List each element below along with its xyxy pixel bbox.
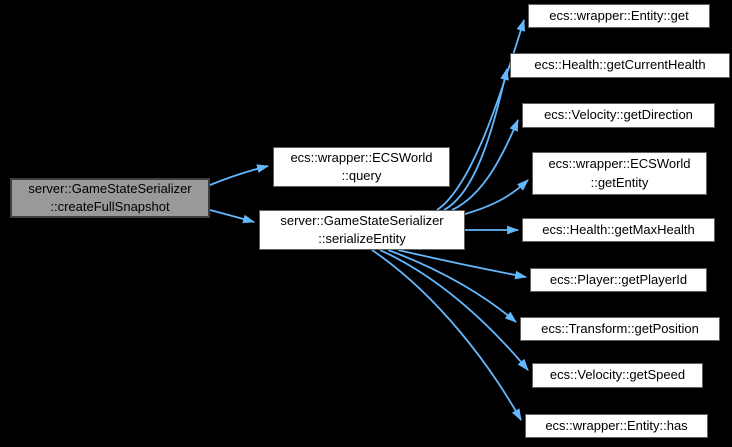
node-label-line: ecs::Transform::getPosition: [541, 320, 699, 336]
graph-node-getCurrentHealth[interactable]: ecs::Health::getCurrentHealth: [510, 53, 730, 78]
call-edge-serializeEntity-to-get: [436, 18, 525, 211]
node-label-line: ::createFullSnapshot: [50, 199, 170, 214]
graph-node-serializeEntity[interactable]: server::GameStateSerializer::serializeEn…: [259, 210, 465, 250]
node-label-line: ::getEntity: [590, 174, 649, 190]
call-edge-createFullSnapshot-to-query: [209, 164, 270, 186]
node-label-line: ecs::Health::getCurrentHealth: [534, 57, 706, 73]
node-label-line: server::GameStateSerializer: [280, 212, 444, 228]
call-edge-createFullSnapshot-to-serializeEntity: [209, 209, 256, 224]
graph-node-query[interactable]: ecs::wrapper::ECSWorld::query: [273, 147, 450, 187]
node-label-line: ecs::wrapper::ECSWorld: [290, 149, 433, 165]
graph-node-getMaxHealth[interactable]: ecs::Health::getMaxHealth: [522, 218, 715, 242]
node-label-line: ecs::wrapper::ECSWorld: [548, 156, 691, 172]
graph-node-getPosition[interactable]: ecs::Transform::getPosition: [520, 317, 720, 341]
node-label-line: ecs::wrapper::Entity::get: [549, 7, 689, 23]
call-edge-serializeEntity-to-getDirection: [451, 118, 519, 211]
node-label-line: server::GameStateSerializer: [28, 180, 192, 196]
call-edge-serializeEntity-to-getEntity: [464, 179, 529, 215]
graph-node-getDirection[interactable]: ecs::Velocity::getDirection: [522, 103, 715, 128]
node-label-line: ::query: [341, 168, 382, 183]
call-edge-serializeEntity-to-has: [371, 249, 522, 421]
graph-node-has[interactable]: ecs::wrapper::Entity::has: [525, 414, 708, 438]
node-label-line: ecs::Velocity::getDirection: [544, 107, 693, 123]
call-edge-serializeEntity-to-getSpeed: [379, 249, 529, 371]
node-label-line: ecs::wrapper::Entity::has: [545, 417, 688, 433]
graph-node-createFullSnapshot: server::GameStateSerializer::createFullS…: [10, 178, 210, 218]
node-label-line: ecs::Health::getMaxHealth: [542, 221, 695, 237]
call-edge-serializeEntity-to-getPosition: [387, 249, 517, 323]
graph-node-getSpeed[interactable]: ecs::Velocity::getSpeed: [532, 363, 703, 388]
graph-node-get[interactable]: ecs::wrapper::Entity::get: [528, 4, 710, 28]
graph-node-getPlayerId[interactable]: ecs::Player::getPlayerId: [530, 268, 707, 292]
node-label-line: ::serializeEntity: [318, 231, 406, 246]
node-label-line: ecs::Velocity::getSpeed: [549, 367, 686, 383]
call-edge-serializeEntity-to-getPlayerId: [397, 249, 528, 280]
graph-node-getEntity[interactable]: ecs::wrapper::ECSWorld::getEntity: [532, 152, 707, 195]
call-edge-serializeEntity-to-getCurrentHealth: [443, 67, 509, 211]
node-label-line: ecs::Player::getPlayerId: [549, 271, 688, 287]
